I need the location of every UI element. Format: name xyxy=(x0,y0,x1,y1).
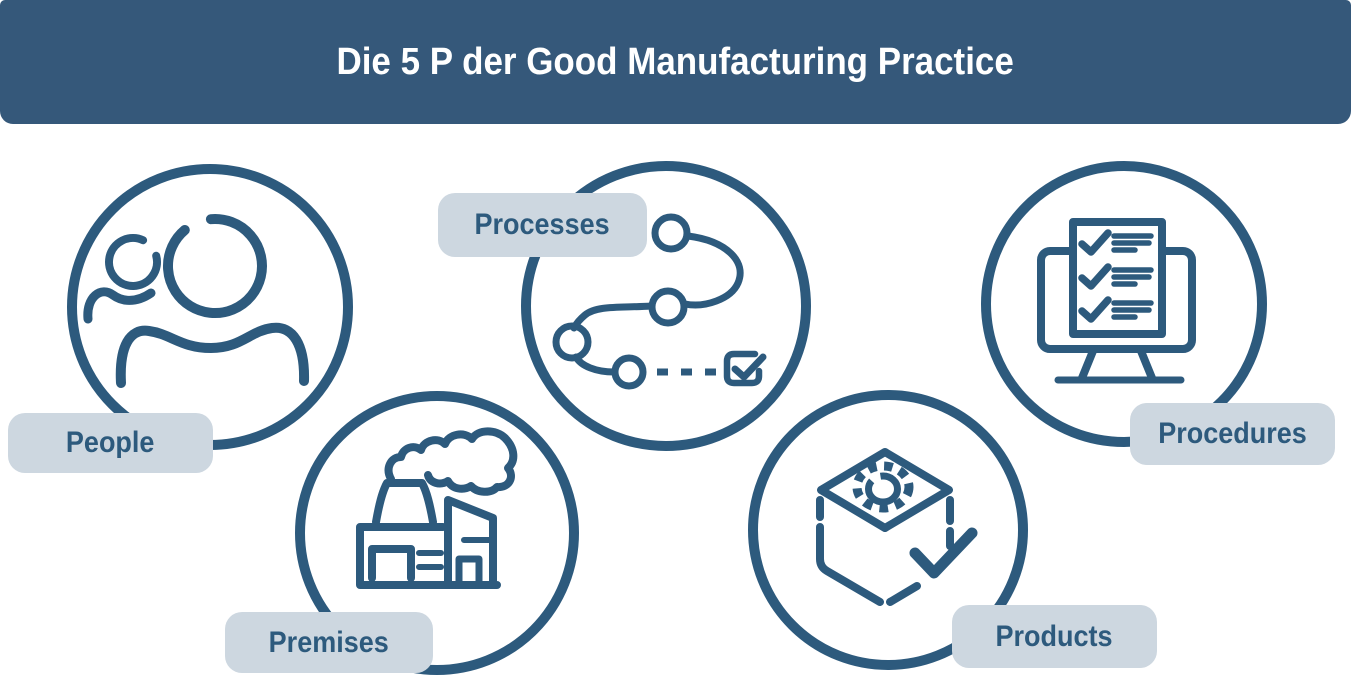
label-procedures: Procedures xyxy=(1130,403,1335,465)
people-ring xyxy=(67,164,353,450)
processes-ring xyxy=(521,161,811,451)
premises-ring xyxy=(295,391,579,675)
product-box-check-icon xyxy=(816,448,978,606)
premises-circle xyxy=(295,391,579,675)
checklist-monitor-icon xyxy=(1037,218,1196,384)
label-products: Products xyxy=(952,605,1157,668)
products-ring xyxy=(748,390,1028,670)
label-processes: Processes xyxy=(438,193,647,257)
products-circle xyxy=(748,390,1028,670)
label-premises-text: Premises xyxy=(268,625,390,659)
label-products-text: Products xyxy=(995,619,1114,653)
label-people-text: People xyxy=(66,426,155,459)
label-premises: Premises xyxy=(225,612,433,673)
label-processes-text: Processes xyxy=(474,208,611,241)
label-people: People xyxy=(8,413,213,473)
people-icon xyxy=(83,214,310,388)
procedures-ring xyxy=(981,161,1267,447)
process-flow-icon xyxy=(552,213,767,390)
label-procedures-text: Procedures xyxy=(1158,417,1307,450)
factory-icon xyxy=(356,427,518,589)
page-title: Die 5 P der Good Manufacturing Practice xyxy=(336,40,1015,83)
processes-circle xyxy=(521,161,811,451)
procedures-circle xyxy=(981,161,1267,447)
header-banner: Die 5 P der Good Manufacturing Practice xyxy=(0,0,1351,124)
people-circle xyxy=(67,164,353,450)
